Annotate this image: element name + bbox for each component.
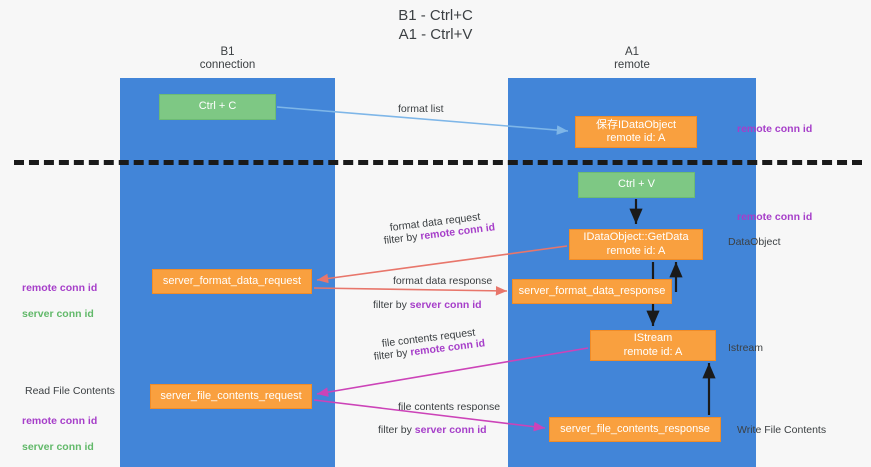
node-istream[interactable]: IStream remote id: A [590, 330, 716, 361]
legend-server-conn-id: server conn id [22, 308, 94, 320]
swimlane-header-a1: A1 remote [614, 46, 650, 71]
node-idataobject-getdata[interactable]: IDataObject::GetData remote id: A [569, 229, 703, 260]
node-server-format-data-response[interactable]: server_format_data_response [512, 279, 672, 304]
filter-prefix: filter by [378, 424, 415, 436]
legend-remote-conn-id: remote conn id [22, 282, 98, 294]
legend-server-conn-id: server conn id [22, 441, 94, 453]
node-ctrl-v[interactable]: Ctrl + V [578, 172, 695, 198]
phase-divider [14, 160, 862, 165]
edge-label-file-contents-response: file contents response [398, 401, 501, 413]
node-server-file-contents-request[interactable]: server_file_contents_request [150, 384, 312, 409]
server-conn-id-token: server conn id [414, 424, 487, 436]
filter-prefix: filter by [373, 299, 410, 311]
node-save-idataobject[interactable]: 保存IDataObject remote id: A [575, 116, 697, 148]
swimlane-header-b1: B1 connection [199, 46, 256, 71]
node-ctrl-c[interactable]: Ctrl + C [159, 94, 276, 120]
legend-top: remote conn id server conn id [22, 269, 97, 334]
edge-label-filter-server-conn-id-2: filter by server conn id [378, 423, 487, 437]
edge-label-filter-server-conn-id-1: filter by server conn id [373, 298, 482, 312]
server-conn-id-token: server conn id [409, 299, 482, 311]
node-server-file-contents-response[interactable]: server_file_contents_response [549, 417, 721, 442]
annotation-istream: Istream [728, 342, 764, 354]
annotation-dataobject: DataObject [728, 236, 781, 248]
legend-bottom: remote conn id server conn id [22, 402, 97, 467]
annotation-write-file-contents: Write File Contents [737, 424, 827, 436]
edge-label-format-data-response: format data response [393, 275, 493, 287]
annotation-remote-conn-id-top: remote conn id [737, 123, 813, 135]
edge-label-format-list: format list [398, 103, 444, 115]
legend-remote-conn-id: remote conn id [22, 415, 98, 427]
node-server-format-data-request[interactable]: server_format_data_request [152, 269, 312, 294]
annotation-read-file-contents: Read File Contents [25, 385, 115, 397]
diagram-title: B1 - Ctrl+C A1 - Ctrl+V [398, 7, 473, 43]
annotation-remote-conn-id-mid: remote conn id [737, 211, 813, 223]
